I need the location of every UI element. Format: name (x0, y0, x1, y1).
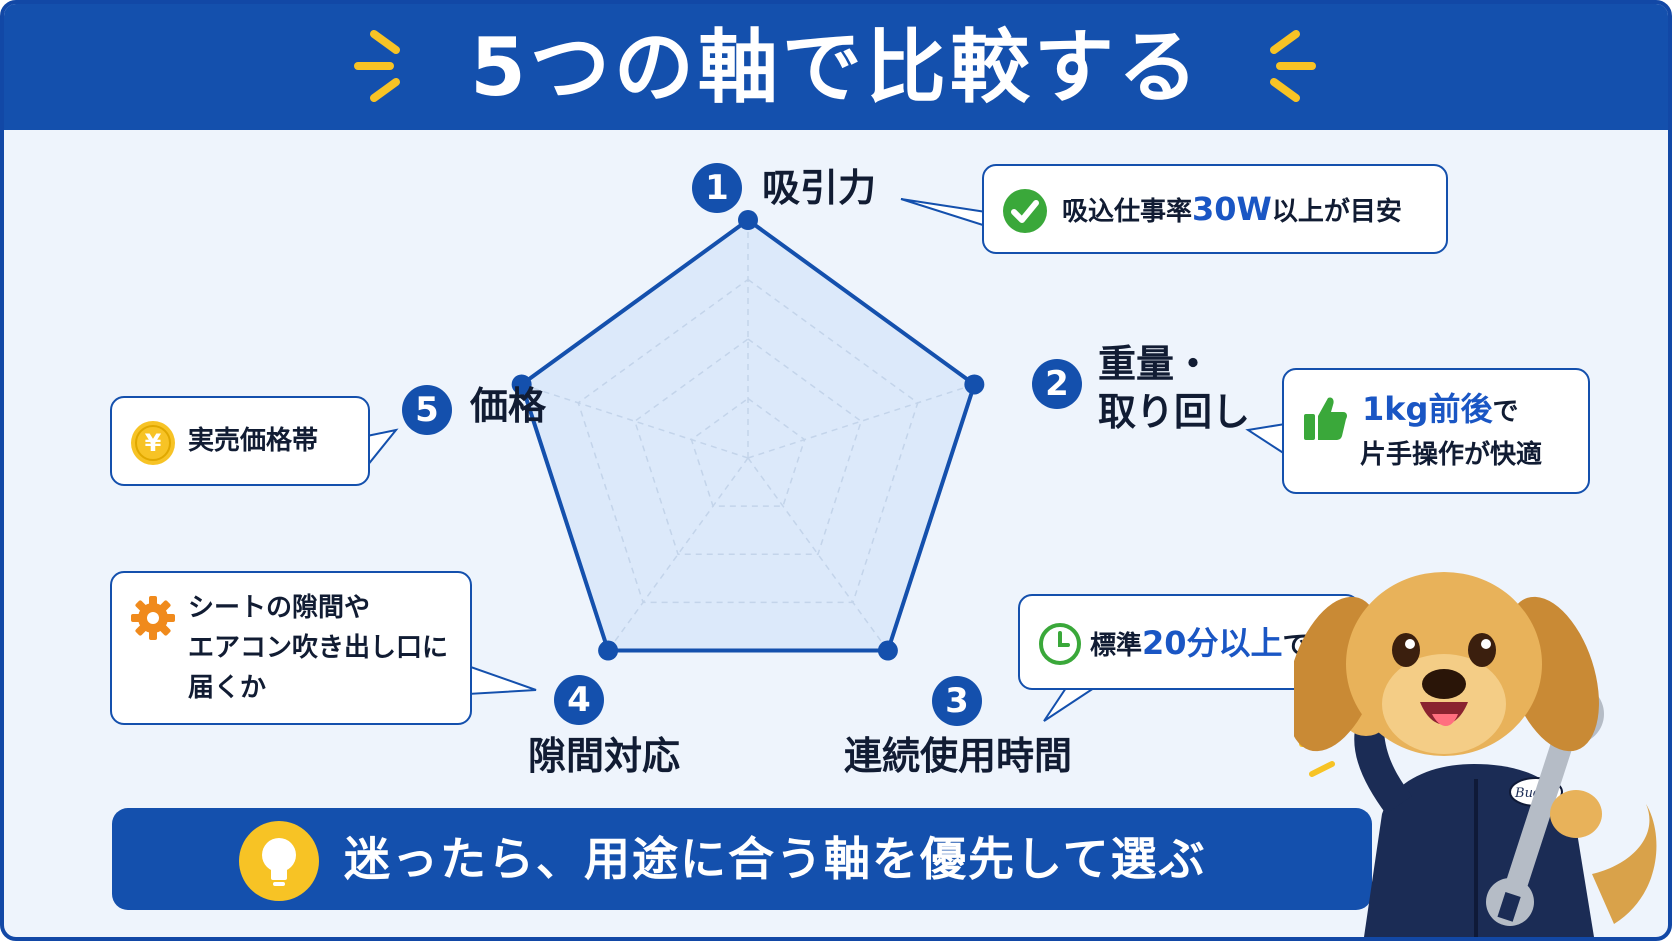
bottom-banner: 迷ったら、用途に合う軸を優先して選ぶ (112, 808, 1372, 910)
axis-4-label: 隙間対応 (528, 734, 681, 778)
radar-data-polygon (519, 218, 977, 653)
callout-gap-line3: 届くか (188, 673, 267, 703)
axis-2-label-line1: 重量・ (1098, 342, 1213, 386)
dog-mascot-illustration: Buddy (1294, 572, 1657, 937)
axis-2-label-line2: 取り回し (1098, 390, 1251, 434)
callout-gap-line2: エアコン吹き出し口に (188, 633, 449, 663)
sparkle-rays-left-icon (354, 30, 400, 102)
radar-vertex-1 (738, 210, 758, 230)
callout-price: ¥ 実売価格帯 (110, 396, 370, 486)
axis-5-number-badge: 5 (402, 385, 452, 435)
axis-3-label: 連続使用時間 (844, 734, 1073, 778)
axis-1-label: 吸引力 (762, 166, 877, 210)
callout-gap: シートの隙間や エアコン吹き出し口に 届くか (110, 571, 472, 725)
axis-4-number-badge: 4 (554, 675, 604, 725)
callout-weight-line2: 片手操作が快適 (1360, 440, 1543, 470)
callout-runtime-highlight: 20分以上 (1142, 624, 1283, 662)
axis-5-label: 価格 (470, 384, 547, 428)
axis-2-number-badge: 2 (1032, 359, 1082, 409)
radar-vertex-3 (877, 640, 898, 661)
radar-vertex-2 (964, 374, 985, 395)
svg-text:¥: ¥ (145, 429, 162, 457)
radar-chart (366, 198, 1286, 722)
axis-1-number-badge: 1 (692, 163, 742, 213)
clock-icon (1039, 623, 1081, 665)
thumbs-up-icon (1304, 397, 1347, 440)
bottom-banner-text: 迷ったら、用途に合う軸を優先して選ぶ (344, 832, 1207, 886)
gear-icon (131, 596, 175, 640)
callout-tail-gap (467, 664, 537, 696)
axis-3-number-badge: 3 (932, 676, 982, 726)
callout-suction-post: 以上が目安 (1271, 197, 1402, 227)
radar-vertex-4 (598, 640, 619, 661)
page-title: 5つの軸で比較する (470, 21, 1202, 114)
callout-gap-line1: シートの隙間や (188, 593, 371, 623)
callout-tail-runtime (1043, 687, 1098, 722)
callout-suction-pre: 吸込仕事率 (1062, 197, 1193, 227)
yen-coin-icon: ¥ (131, 421, 175, 465)
callout-tail-suction (900, 198, 987, 228)
callout-suction: 吸込仕事率30W以上が目安 (982, 164, 1448, 254)
radar-vertex-5 (511, 374, 532, 395)
callout-suction-highlight: 30W (1192, 190, 1272, 228)
callout-tail-price (366, 428, 399, 469)
check-circle-icon (1003, 189, 1047, 233)
callout-weight: 1kg前後で 片手操作が快適 (1282, 368, 1590, 494)
callout-weight-highlight: 1kg前後 (1362, 390, 1493, 428)
lightbulb-icon (239, 821, 319, 901)
callout-tail-weight (1245, 422, 1286, 456)
sparkle-rays-right-icon (1270, 30, 1316, 102)
callout-runtime-pre: 標準 (1090, 631, 1143, 661)
header-banner: 5つの軸で比較する (4, 4, 1668, 130)
callout-weight-post: で (1492, 397, 1519, 427)
callout-price-text: 実売価格帯 (188, 426, 319, 456)
